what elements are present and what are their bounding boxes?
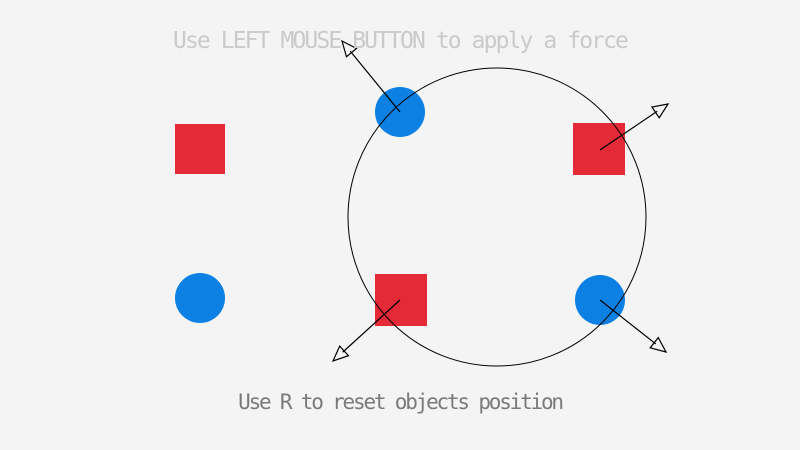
force-arrow-up-left-head	[341, 39, 358, 58]
red-square-bottom-center[interactable]	[375, 274, 427, 326]
red-square-left[interactable]	[175, 124, 225, 174]
force-arrow-down-right-head	[649, 336, 668, 353]
boundary-circle-outline	[347, 67, 647, 367]
force-arrow-up-right-shaft	[599, 110, 658, 151]
force-arrow-down-left-shaft	[342, 299, 401, 353]
force-arrow-down-left-head	[331, 345, 350, 363]
force-arrow-up-left-shaft	[349, 50, 401, 113]
blue-circle-left[interactable]	[175, 273, 225, 323]
force-arrow-down-right-shaft	[599, 299, 657, 345]
force-arrow-up-right-head	[650, 103, 670, 119]
red-square-right[interactable]	[573, 123, 625, 175]
